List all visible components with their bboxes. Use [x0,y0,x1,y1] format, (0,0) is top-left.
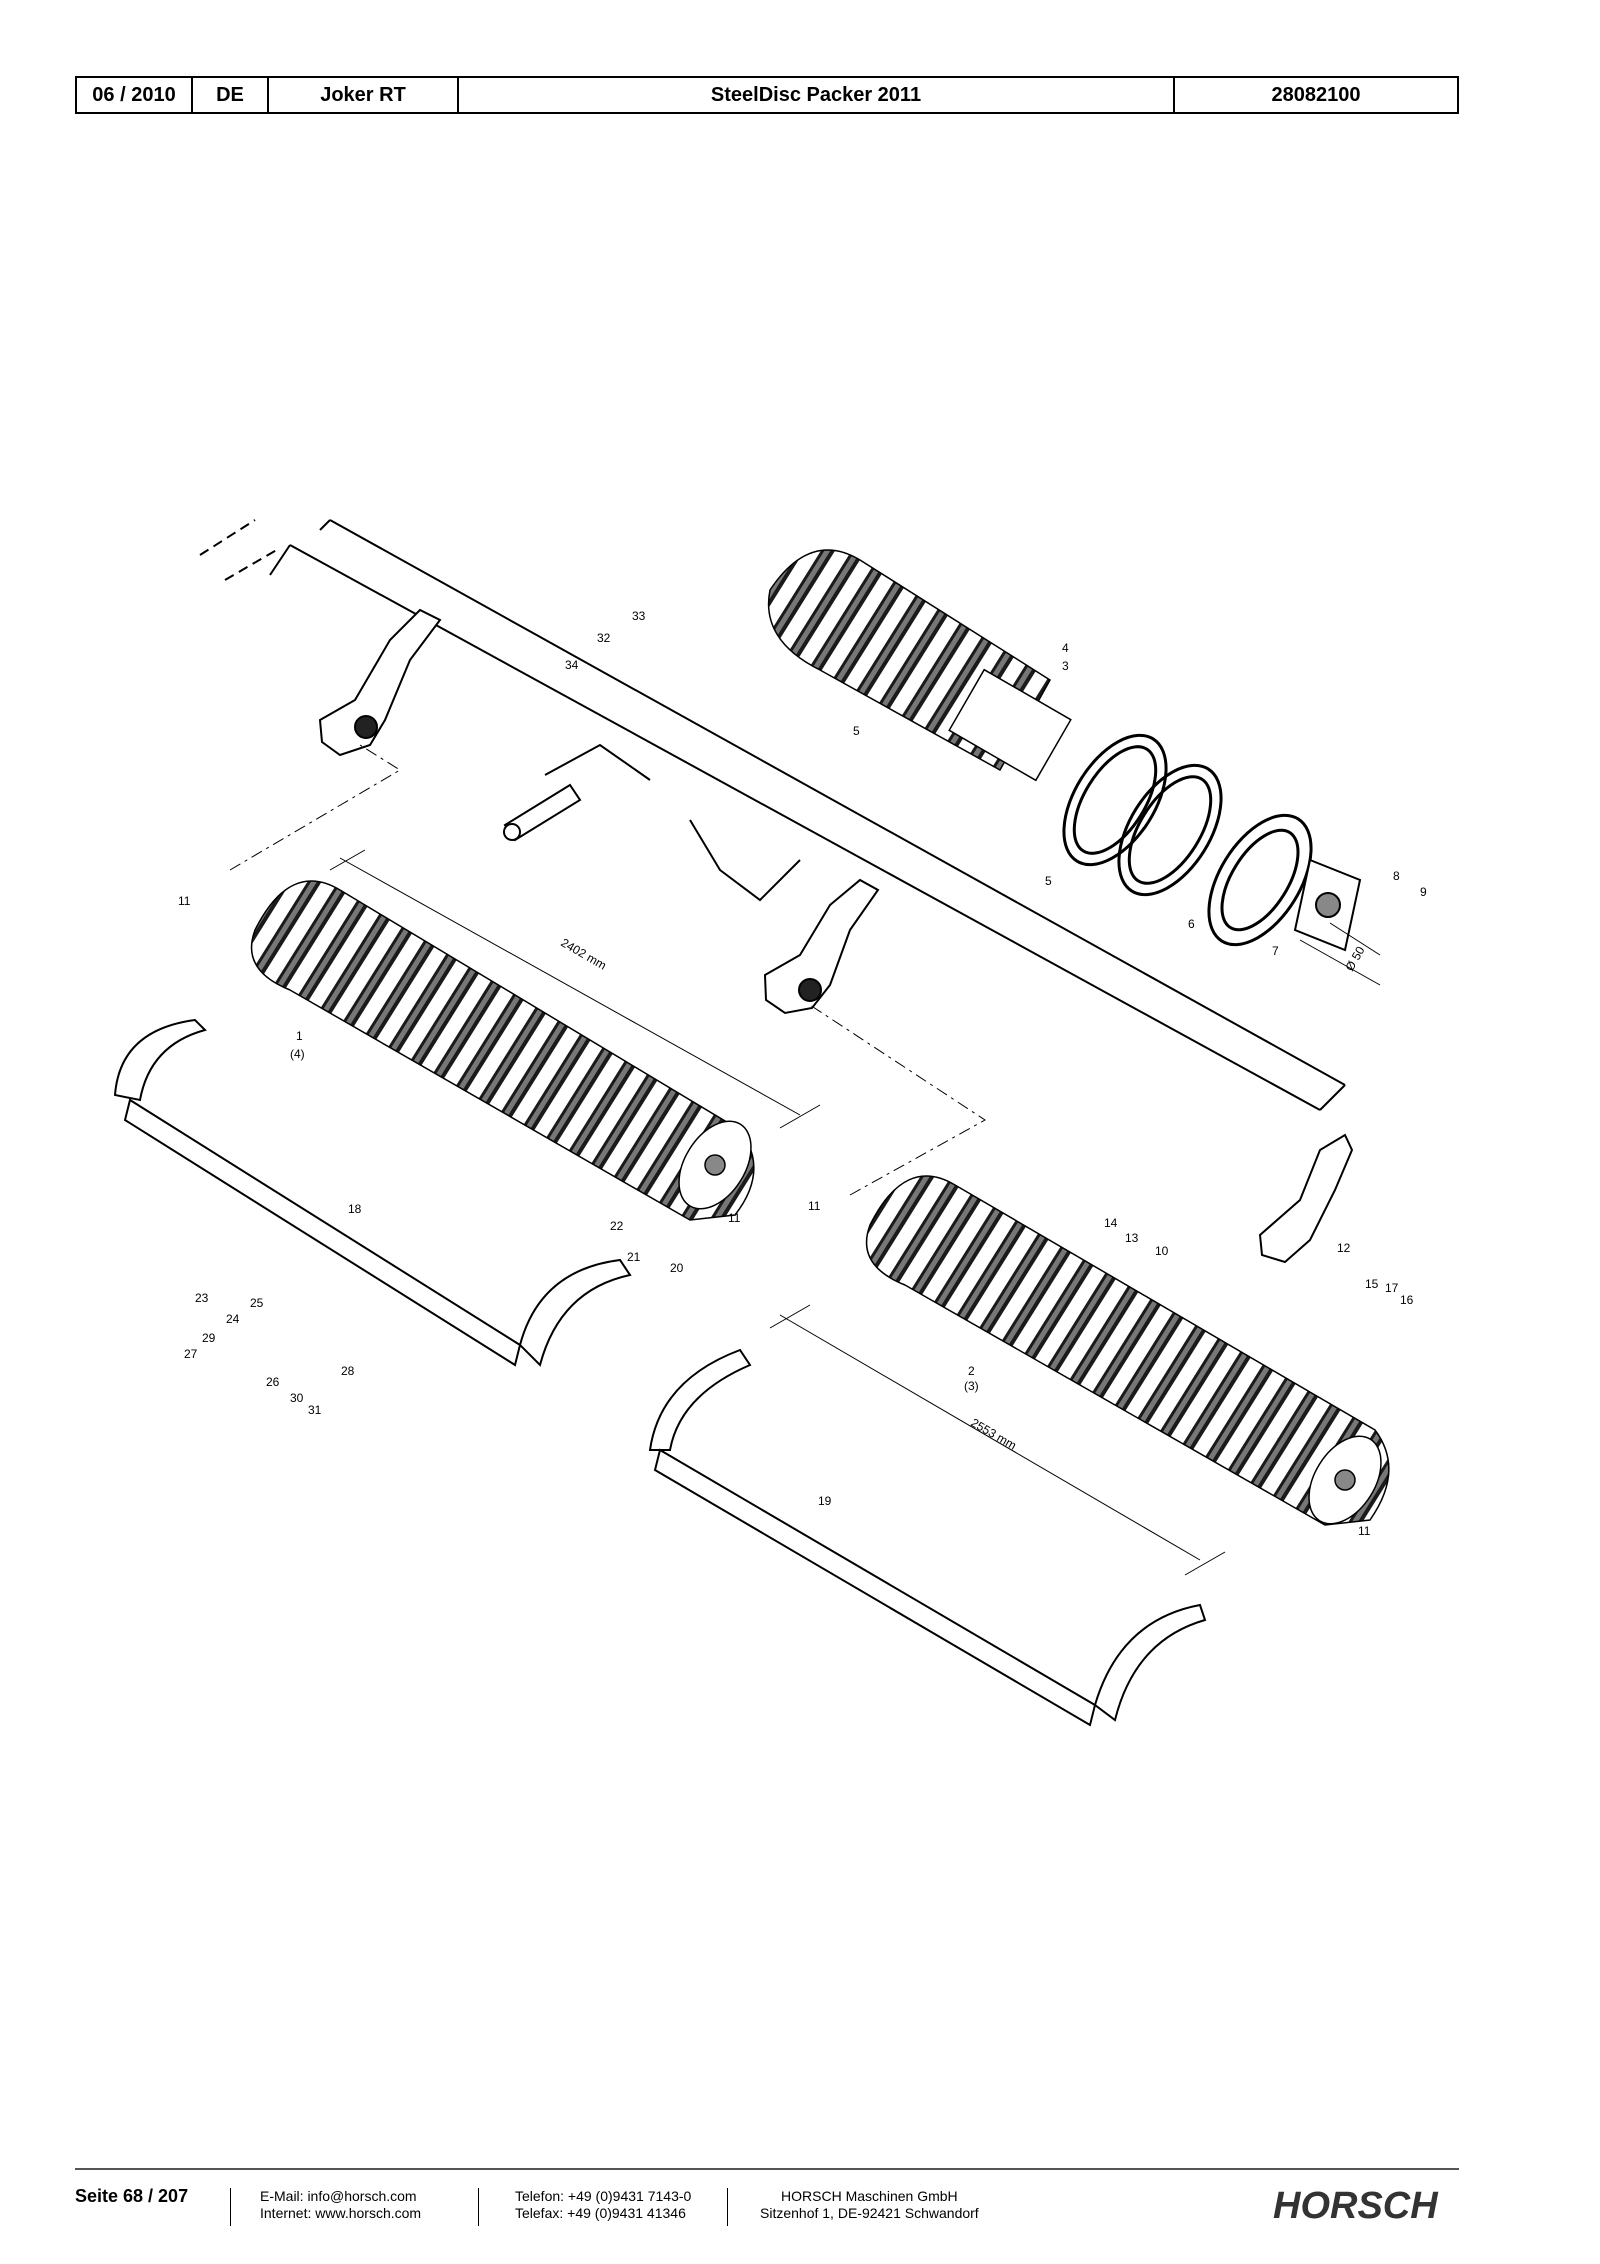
svg-text:HORSCH: HORSCH [1273,2185,1439,2226]
callout-label: 26 [266,1375,280,1389]
dimension-lines [329,849,1381,1576]
callout-label: 20 [670,1261,684,1275]
assembly-lines [229,744,986,1196]
dimension-label-2553: 2553 mm [969,1415,1019,1452]
callout-label: 16 [1400,1293,1414,1307]
middle-arm-bracket [763,878,880,1015]
footer-divider [478,2188,479,2226]
callout-label: 34 [565,658,579,672]
callout-label: 23 [195,1291,209,1305]
callout-label: 5 [1045,874,1052,888]
horsch-logo: HORSCH [1273,2185,1439,2226]
footer-phone: Telefon: +49 (0)9431 7143-0 [515,2188,692,2204]
callout-label: 21 [627,1250,641,1264]
roller-right [865,1175,1390,1526]
callout-label: 28 [341,1364,355,1378]
callout-label: 24 [226,1312,240,1326]
callout-label: 25 [250,1296,264,1310]
header-language: DE [193,78,269,112]
footer-rule [75,2168,1459,2170]
header-table: 06 / 2010 DE Joker RT SteelDisc Packer 2… [75,76,1459,114]
callout-label: 6 [1188,917,1195,931]
callout-label: 18 [348,1202,362,1216]
footer-fax: Telefax: +49 (0)9431 41346 [515,2205,686,2221]
callout-label: 1 [296,1029,303,1043]
roller-top [767,549,1072,782]
header-machine: Joker RT [269,78,459,112]
right-arm-bracket [1258,1133,1354,1264]
callout-label: 27 [184,1347,198,1361]
footer-company: HORSCH Maschinen GmbH [781,2188,958,2204]
callout-label: 14 [1104,1216,1118,1230]
callout-label: 12 [1337,1241,1351,1255]
callout-label: 11 [1358,1524,1371,1538]
footer-internet: Internet: www.horsch.com [260,2205,422,2221]
dimension-label-2402: 2402 mm [559,935,609,972]
scraper-bar-left [113,1018,632,1367]
footer-divider [727,2188,728,2226]
callout-label: 32 [597,631,611,645]
callout-label: 17 [1385,1281,1399,1295]
callout-label: 31 [308,1403,322,1417]
footer-address: Sitzenhof 1, DE-92421 Schwandorf [760,2205,979,2221]
header-date: 06 / 2010 [77,78,193,112]
scraper-bar-right [648,1348,1207,1727]
footer: Seite 68 / 207 E-Mail: info@horsch.com I… [75,2182,1459,2242]
callout-label: 3 [1062,659,1069,673]
callout-label: (3) [964,1379,979,1393]
bearing-flange [1293,858,1362,952]
callout-label: 11 [728,1211,741,1225]
callout-label: 19 [818,1494,832,1508]
footer-email: E-Mail: info@horsch.com [260,2188,417,2204]
callout-label: 15 [1365,1277,1379,1291]
callout-label: 8 [1393,869,1400,883]
seal-rings [1062,733,1313,947]
callout-label: 4 [1062,641,1069,655]
callout-label: 10 [1155,1244,1169,1258]
callout-label: 22 [610,1219,624,1233]
callout-label: 13 [1125,1231,1139,1245]
callout-label: 2 [968,1364,975,1378]
frame-beam [199,519,1346,1111]
callout-labels: 1 (4) 2 (3) 3 4 5 5 6 7 8 9 10 11 11 11 … [178,609,1427,1538]
footer-contact-phone: Telefon: +49 (0)9431 7143-0 Telefax: +49… [515,2188,691,2222]
callout-label: 9 [1420,885,1427,899]
footer-divider [230,2188,231,2226]
roller-left [250,880,755,1221]
page-number: Seite 68 / 207 [75,2186,189,2206]
callout-label: 11 [178,894,191,908]
callout-label: 33 [632,609,646,623]
header-part-number: 28082100 [1271,83,1361,106]
callout-label: 30 [290,1391,304,1405]
header-assembly: SteelDisc Packer 2011 [459,78,1175,112]
callout-label: (4) [290,1047,305,1061]
cylinder [503,783,582,842]
footer-company-block: HORSCH Maschinen GmbH Sitzenhof 1, DE-92… [760,2188,979,2222]
callout-label: 29 [202,1331,216,1345]
callout-label: 5 [853,724,860,738]
left-arm-bracket [318,608,442,757]
callout-label: 7 [1272,944,1279,958]
footer-contact-web: E-Mail: info@horsch.com Internet: www.ho… [260,2188,421,2222]
callout-label: 11 [808,1199,821,1213]
